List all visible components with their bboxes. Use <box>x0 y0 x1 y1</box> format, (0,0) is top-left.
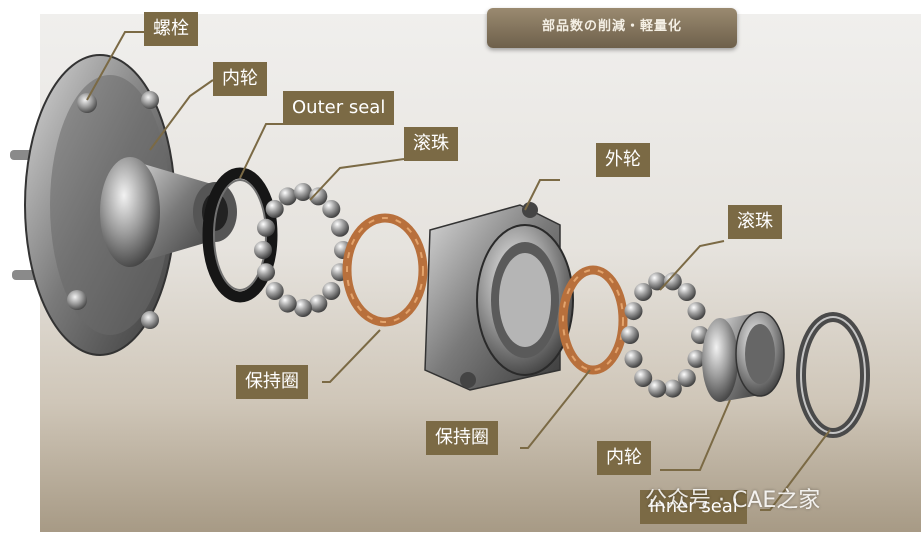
label-cage-left: 保持圈 <box>236 365 308 399</box>
ball <box>624 302 643 321</box>
ball <box>677 283 696 301</box>
ball <box>624 349 643 368</box>
label-inner-ring-top: 内轮 <box>213 62 267 96</box>
ball <box>265 282 284 300</box>
label-inner-seal: Inner seal <box>640 490 747 524</box>
ball <box>331 218 349 237</box>
bolt-head <box>77 93 97 113</box>
ball <box>648 379 667 398</box>
label-outer-ring: 外轮 <box>596 143 650 177</box>
ball <box>687 302 706 321</box>
label-balls-left: 滚珠 <box>404 127 458 161</box>
ball-ring-left <box>254 183 352 317</box>
ball <box>254 241 272 259</box>
ball <box>294 183 312 201</box>
ball <box>634 369 653 387</box>
ball <box>322 282 341 300</box>
ball <box>634 283 653 301</box>
watermark: 公众号 · CAE之家 <box>645 488 821 513</box>
cage-right <box>558 265 628 375</box>
label-inner-ring-bottom: 内轮 <box>597 441 651 475</box>
ball <box>309 294 328 313</box>
outer-ring-housing <box>424 202 574 391</box>
ball-ring-right <box>621 272 709 398</box>
label-cage-right: 保持圈 <box>426 421 498 455</box>
ball <box>278 187 297 206</box>
ball <box>265 200 284 218</box>
banner-title: 部品数の削減・軽量化 <box>487 8 737 48</box>
ball <box>309 187 328 206</box>
ball <box>278 294 297 313</box>
ball <box>677 369 696 387</box>
ball <box>663 272 682 291</box>
ball <box>257 218 275 237</box>
label-balls-right: 滚珠 <box>728 205 782 239</box>
ball <box>663 379 682 398</box>
cage-left <box>342 213 428 327</box>
ball <box>294 299 312 317</box>
ball <box>322 200 341 218</box>
label-bolt: 螺栓 <box>144 12 198 46</box>
ball <box>257 263 275 282</box>
leader-lines <box>86 31 831 511</box>
ball <box>687 349 706 368</box>
inner-seal <box>796 312 870 438</box>
inner-ring <box>702 311 785 402</box>
ball <box>648 272 667 291</box>
ball <box>621 326 639 344</box>
label-outer-seal: Outer seal <box>283 91 395 125</box>
